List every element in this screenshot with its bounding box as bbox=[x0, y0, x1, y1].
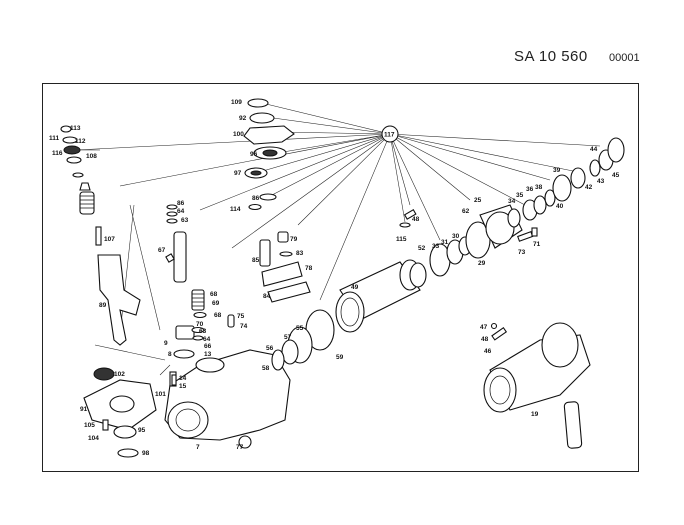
label-86: 86 bbox=[252, 195, 260, 202]
power-cylinder-assembly bbox=[483, 322, 591, 449]
top-seals bbox=[243, 98, 295, 211]
label-48: 48 bbox=[412, 216, 420, 223]
label-35: 35 bbox=[516, 192, 524, 199]
center-cylinder bbox=[271, 259, 427, 371]
valve-parts-middle bbox=[165, 204, 235, 341]
callout-labels: 109 92 100 96 97 86 114 113 111 112 116 … bbox=[49, 99, 620, 457]
label-111: 111 bbox=[49, 135, 60, 142]
label-66: 66 bbox=[204, 343, 212, 350]
label-30: 30 bbox=[452, 233, 460, 240]
label-92: 92 bbox=[239, 115, 247, 122]
label-71: 71 bbox=[533, 241, 541, 248]
label-112: 112 bbox=[75, 138, 86, 145]
lower-left-cover bbox=[83, 367, 157, 458]
label-97: 97 bbox=[234, 170, 242, 177]
label-52: 52 bbox=[418, 245, 426, 252]
label-25: 25 bbox=[474, 197, 482, 204]
label-15: 15 bbox=[179, 383, 187, 390]
diagram-frame bbox=[42, 83, 639, 472]
label-9: 9 bbox=[164, 340, 168, 347]
label-63b: 63 bbox=[199, 328, 207, 335]
label-29: 29 bbox=[478, 260, 486, 267]
label-58: 58 bbox=[262, 365, 270, 372]
label-98: 98 bbox=[142, 450, 150, 457]
label-49: 49 bbox=[351, 284, 359, 291]
label-107: 107 bbox=[104, 236, 115, 243]
label-40: 40 bbox=[556, 203, 564, 210]
label-47: 47 bbox=[480, 324, 488, 331]
label-69: 69 bbox=[212, 300, 220, 307]
label-31: 31 bbox=[441, 239, 449, 246]
label-36: 36 bbox=[526, 186, 534, 193]
label-89: 89 bbox=[99, 302, 107, 309]
label-57: 57 bbox=[284, 334, 292, 341]
label-114: 114 bbox=[230, 206, 241, 213]
label-63: 63 bbox=[181, 217, 189, 224]
label-73: 73 bbox=[518, 249, 526, 256]
label-13: 13 bbox=[204, 351, 212, 358]
leader-lines bbox=[72, 102, 601, 376]
label-46: 46 bbox=[484, 348, 492, 355]
label-34: 34 bbox=[508, 198, 516, 205]
label-108: 108 bbox=[86, 153, 97, 160]
label-68: 68 bbox=[210, 291, 218, 298]
drawing-number: SA 10 560 bbox=[514, 48, 588, 65]
label-33: 33 bbox=[432, 243, 440, 250]
label-75: 75 bbox=[237, 313, 245, 320]
label-38: 38 bbox=[535, 184, 543, 191]
label-64: 64 bbox=[177, 208, 185, 215]
label-70: 70 bbox=[196, 321, 204, 328]
label-86b: 86 bbox=[177, 200, 185, 207]
label-59: 59 bbox=[336, 354, 344, 361]
drawing-sheet-code: 00001 bbox=[609, 52, 640, 64]
label-56: 56 bbox=[266, 345, 274, 352]
label-100: 100 bbox=[233, 131, 244, 138]
label-74: 74 bbox=[240, 323, 248, 330]
label-78: 78 bbox=[305, 265, 313, 272]
label-42: 42 bbox=[585, 184, 593, 191]
drawing-reference: SA 10 560 00001 bbox=[0, 48, 684, 68]
label-39: 39 bbox=[553, 167, 561, 174]
label-55: 55 bbox=[296, 325, 304, 332]
label-102: 102 bbox=[114, 371, 125, 378]
label-109: 109 bbox=[231, 99, 242, 106]
left-shaft-assembly bbox=[60, 125, 195, 359]
label-62: 62 bbox=[462, 208, 470, 215]
label-85: 85 bbox=[252, 257, 260, 264]
label-14: 14 bbox=[179, 375, 187, 382]
label-83: 83 bbox=[296, 250, 304, 257]
label-101: 101 bbox=[155, 391, 166, 398]
label-19: 19 bbox=[531, 411, 539, 418]
right-end-cap bbox=[429, 137, 625, 277]
label-67: 67 bbox=[158, 247, 166, 254]
label-79: 79 bbox=[290, 236, 298, 243]
valve-housing-parts bbox=[259, 231, 311, 303]
label-115: 115 bbox=[396, 236, 407, 243]
label-64b: 64 bbox=[203, 336, 211, 343]
label-95: 95 bbox=[138, 427, 146, 434]
label-48b: 48 bbox=[481, 336, 489, 343]
label-105: 105 bbox=[84, 422, 95, 429]
label-7: 7 bbox=[196, 444, 200, 451]
label-113: 113 bbox=[70, 125, 81, 132]
label-68b: 68 bbox=[214, 312, 222, 319]
label-117: 117 bbox=[384, 132, 395, 139]
label-45: 45 bbox=[612, 172, 620, 179]
label-44: 44 bbox=[590, 146, 598, 153]
label-96: 96 bbox=[250, 151, 258, 158]
callout-hub-117: 117 bbox=[381, 125, 399, 143]
label-116: 116 bbox=[52, 150, 63, 157]
label-8: 8 bbox=[168, 351, 172, 358]
main-housing bbox=[164, 349, 291, 449]
label-91: 91 bbox=[80, 406, 88, 413]
label-43: 43 bbox=[597, 178, 605, 185]
label-84: 84 bbox=[263, 293, 271, 300]
label-77: 77 bbox=[236, 444, 244, 451]
fasteners bbox=[171, 209, 417, 386]
label-104: 104 bbox=[88, 435, 99, 442]
